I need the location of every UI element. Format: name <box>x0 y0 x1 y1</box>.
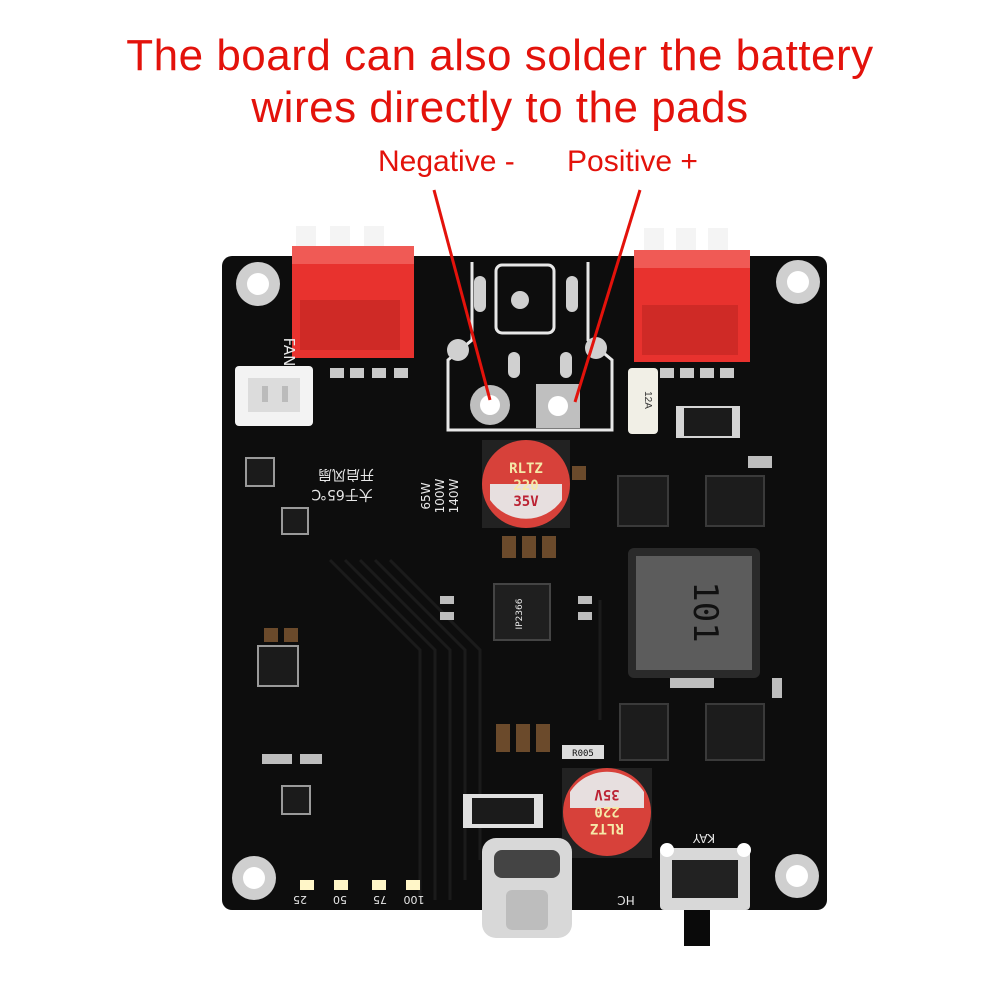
mounting-hole-top-right <box>776 260 820 304</box>
mounting-hole-bottom-left <box>232 856 276 900</box>
capacitor-top-voltage: 35V <box>513 494 539 510</box>
connector-right <box>634 228 750 362</box>
caption-line-2: wires directly to the pads <box>251 83 749 132</box>
inductor-label: 101 <box>685 581 725 642</box>
silk-power-140: 140W <box>447 478 461 513</box>
connector-left <box>292 226 414 358</box>
inductor: 101 <box>628 548 760 688</box>
fuse: 12A <box>628 368 658 434</box>
capacitor-top: RLTZ 220 35V <box>482 440 570 528</box>
silk-key: KAY <box>692 831 715 845</box>
mosfet-chips <box>617 475 765 761</box>
silk-temp-cn2: 大于65℃ <box>311 486 373 502</box>
silk-power-100: 100W <box>433 478 447 513</box>
status-leds <box>300 880 420 890</box>
negative-pad <box>470 385 510 425</box>
positive-label: Positive + <box>567 145 698 178</box>
caption: The board can also solder the battery wi… <box>0 30 1000 134</box>
smd-components <box>262 368 782 764</box>
key-switch <box>660 843 751 946</box>
callout-line-negative <box>432 189 492 401</box>
controller-chip: IP2366 <box>493 583 551 641</box>
resistor-r005: R005 <box>562 745 604 759</box>
fuse-label: 12A <box>642 391 653 409</box>
silk-led-100: 100 <box>404 893 425 906</box>
resistor-label: R005 <box>572 749 594 759</box>
capacitor-bottom-brand: RLTZ <box>590 820 624 836</box>
negative-label: Negative - <box>378 145 515 178</box>
callout-line-positive <box>573 189 642 403</box>
controller-chip-label: IP2366 <box>515 598 525 629</box>
mounting-hole-top-left <box>236 262 280 306</box>
battery-pad-slots <box>447 276 607 378</box>
capacitor-top-value: 220 <box>513 478 538 494</box>
diode-top-right <box>676 406 740 438</box>
fan-connector <box>235 366 313 426</box>
usb-c-port <box>482 838 572 938</box>
capacitor-top-brand: RLTZ <box>509 461 543 477</box>
silk-led-50: 50 <box>333 893 347 906</box>
capacitor-bottom-value: 220 <box>594 803 619 819</box>
silk-led-25: 25 <box>293 893 307 906</box>
caption-line-1: The board can also solder the battery <box>126 31 874 80</box>
capacitor-bottom: RLTZ 220 35V <box>562 768 652 858</box>
regulator-left <box>245 457 311 815</box>
silk-power-65: 65W <box>419 482 433 509</box>
silk-led-75: 75 <box>373 893 387 906</box>
diode <box>463 794 543 828</box>
capacitor-bottom-voltage: 35V <box>594 786 620 802</box>
positive-pad <box>536 384 580 428</box>
silk-fan: FAN <box>280 338 298 367</box>
silk-hc: HC <box>617 893 634 907</box>
mounting-hole-bottom-right <box>775 854 819 898</box>
silk-temp-cn: 开启风扇 <box>318 466 374 482</box>
